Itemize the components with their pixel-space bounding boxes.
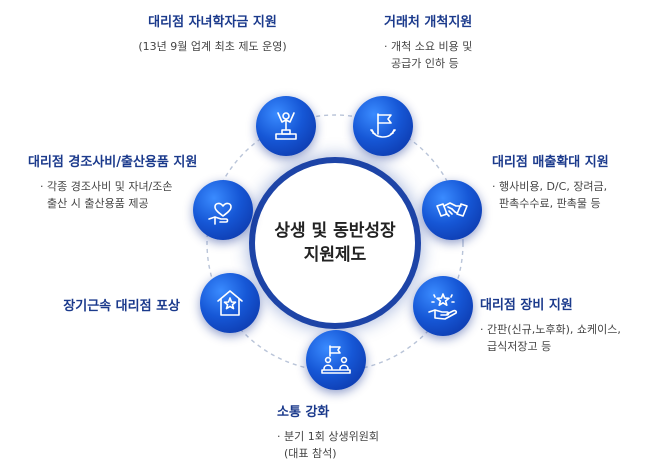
center-title-disc: 상생 및 동반성장 지원제도 [255, 163, 415, 323]
handshake-icon [422, 180, 482, 240]
item-communication: 소통 강화 · 분기 1회 상생위원회 (대표 참석) [277, 404, 379, 462]
meeting-flag-icon [306, 330, 366, 390]
item-title: 장기근속 대리점 포상 [63, 299, 180, 314]
item-sales-expansion: 대리점 매출확대 지원 · 행사비용, D/C, 장려금, 판촉수수료, 판촉물… [492, 154, 609, 212]
item-desc-line: (대표 참석) [277, 447, 337, 460]
item-title: 대리점 매출확대 지원 [492, 155, 609, 170]
item-title: 거래처 개척지원 [384, 15, 473, 30]
item-equipment-support: 대리점 장비 지원 · 간판(신규,노후화), 쇼케이스, 급식저장고 등 [480, 297, 621, 355]
award-winner-icon [256, 96, 316, 156]
item-title: 소통 강화 [277, 405, 330, 420]
item-desc-line: · 분기 1회 상생위원회 [277, 430, 379, 443]
item-title: 대리점 장비 지원 [480, 298, 573, 313]
item-client-development: 거래처 개척지원 · 개척 소요 비용 및 공급가 인하 등 [384, 14, 472, 72]
item-desc-line: 공급가 인하 등 [384, 57, 459, 70]
item-desc-line: · 행사비용, D/C, 장려금, [492, 180, 608, 193]
center-title-line2: 지원제도 [303, 245, 367, 265]
item-desc-line: · 간판(신규,노후화), 쇼케이스, [480, 323, 621, 336]
item-family-event-support: 대리점 경조사비/출산용품 지원 · 각종 경조사비 및 자녀/조손 출산 시 … [28, 154, 197, 212]
item-desc-line: 급식저장고 등 [480, 340, 552, 353]
item-long-service-award: 장기근속 대리점 포상 [63, 298, 180, 316]
flag-laurel-icon [353, 96, 413, 156]
item-desc-line: (13년 9월 업계 최초 제도 운영) [138, 40, 287, 53]
item-tuition-support: 대리점 자녀학자금 지원 (13년 9월 업계 최초 제도 운영) [130, 14, 295, 55]
house-star-icon [200, 273, 260, 333]
item-desc-line: · 각종 경조사비 및 자녀/조손 [40, 180, 173, 193]
item-title: 대리점 경조사비/출산용품 지원 [28, 155, 198, 170]
item-title: 대리점 자녀학자금 지원 [148, 15, 277, 30]
item-desc-line: · 개척 소요 비용 및 [384, 40, 473, 53]
center-title-line1: 상생 및 동반성장 [274, 221, 396, 241]
hand-heart-icon [193, 180, 253, 240]
item-desc-line: 판촉수수료, 판촉물 등 [492, 197, 601, 210]
item-desc-line: 출산 시 출산용품 제공 [40, 197, 149, 210]
hand-stars-icon [413, 276, 473, 336]
